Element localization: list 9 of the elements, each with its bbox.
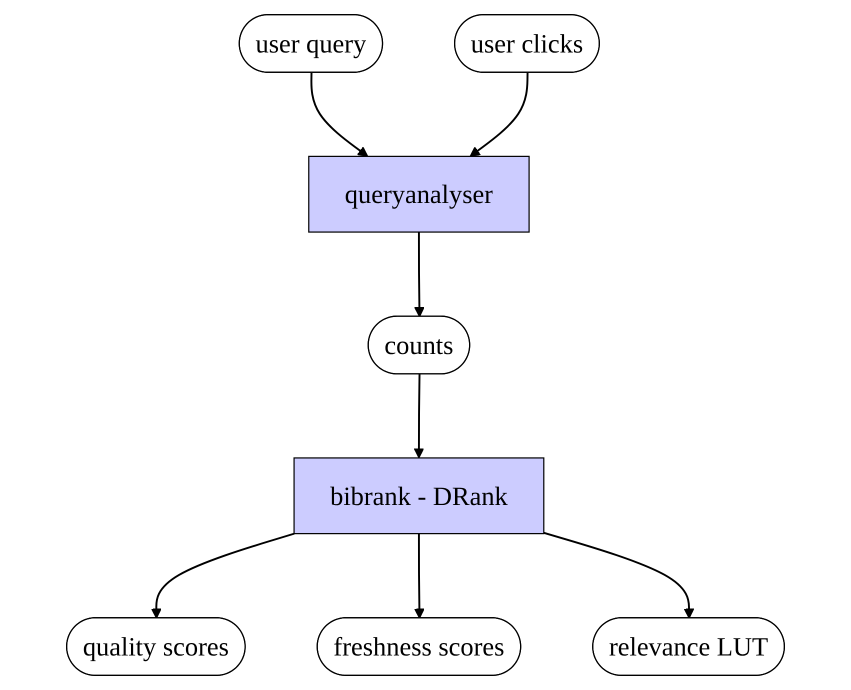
- node-box: queryanalyser: [308, 156, 530, 233]
- arrow: [470, 72, 529, 157]
- arrow: [414, 534, 425, 619]
- arrow: [544, 532, 694, 619]
- arrow: [414, 374, 424, 458]
- node-box: bibrank - DRank: [293, 457, 544, 534]
- arrow: [414, 232, 425, 318]
- arrow: [151, 532, 295, 619]
- arrow: [310, 72, 368, 157]
